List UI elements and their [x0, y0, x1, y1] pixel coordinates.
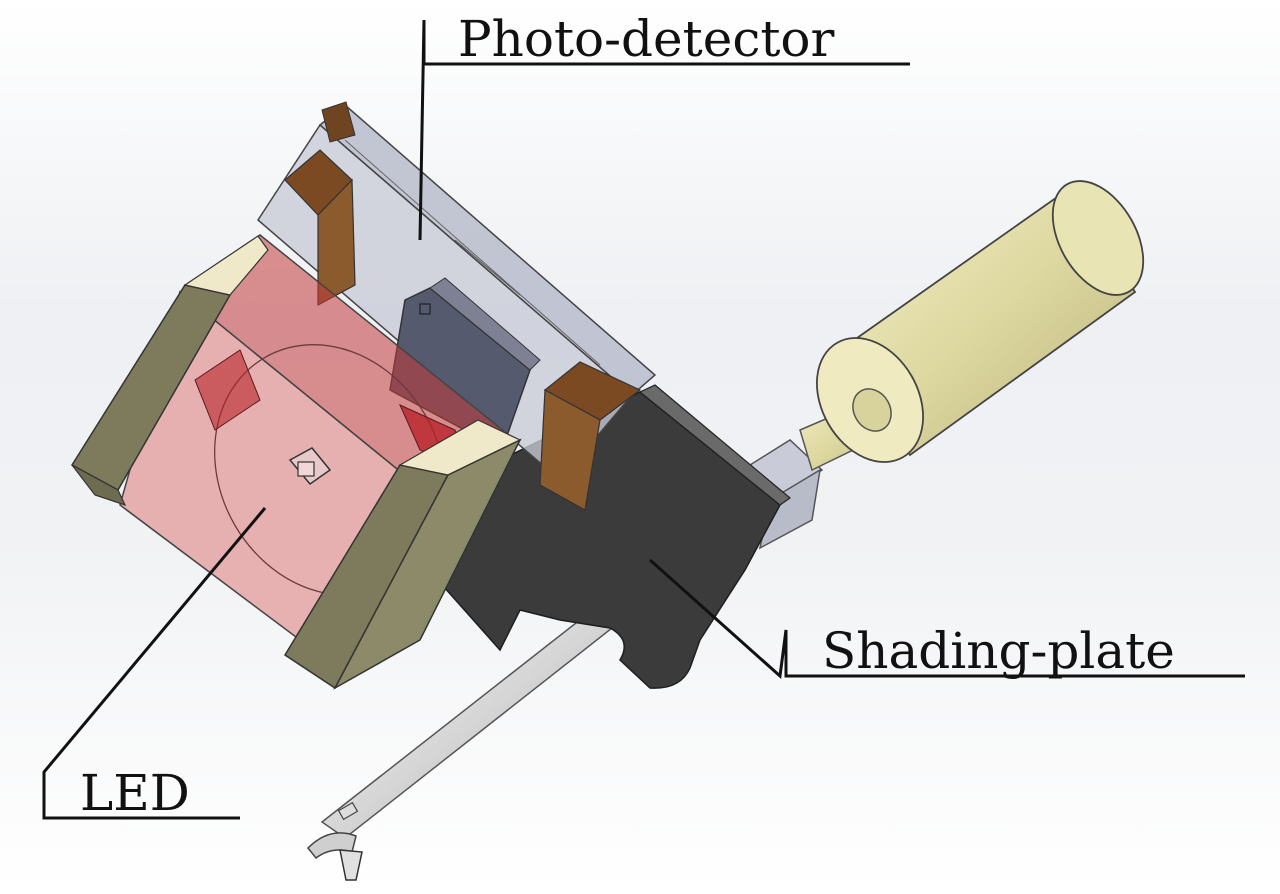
- led-leader: [42, 507, 267, 820]
- led-housing: [70, 234, 522, 690]
- magnet-cylinder: [816, 180, 1145, 463]
- photo-detector-label: Photo-detector: [458, 10, 835, 68]
- shading-plate-part: [419, 384, 791, 689]
- photo-detector-housing: [257, 101, 657, 511]
- leader-lines: [42, 19, 1245, 820]
- shading-plate-leader: [649, 558, 1245, 680]
- led-label: LED: [80, 764, 190, 822]
- shading-plate-label: Shading-plate: [822, 622, 1175, 680]
- photo-detector-leader: [418, 19, 910, 241]
- stylus-rod: [306, 611, 614, 881]
